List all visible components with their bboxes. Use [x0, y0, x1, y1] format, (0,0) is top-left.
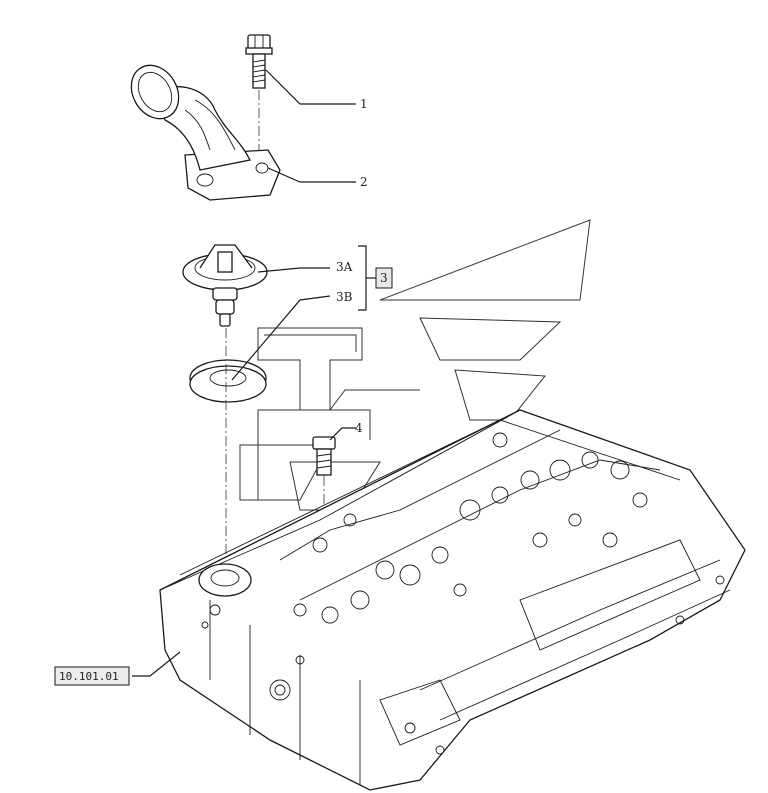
group-bracket — [358, 245, 376, 311]
reference-box: 10.101.01 — [54, 666, 130, 686]
callout-3-box: 3 — [375, 267, 393, 289]
bolt-part-1 — [245, 34, 273, 89]
callout-3a: 3A — [336, 260, 353, 274]
callout-4: 4 — [355, 421, 363, 435]
callout-3b: 3B — [336, 290, 353, 304]
callout-1: 1 — [360, 97, 368, 111]
callout-2: 2 — [360, 175, 368, 189]
thermostat-part-3a — [182, 244, 268, 327]
bolt-small — [312, 436, 336, 476]
reference-code: 10.101.01 — [59, 670, 119, 683]
cylinder-head-block — [159, 409, 746, 791]
leader-lines — [132, 69, 356, 677]
callout-3: 3 — [380, 271, 388, 285]
elbow-outlet-part-2 — [130, 64, 281, 201]
sealing-ring-part-4 — [189, 359, 267, 403]
